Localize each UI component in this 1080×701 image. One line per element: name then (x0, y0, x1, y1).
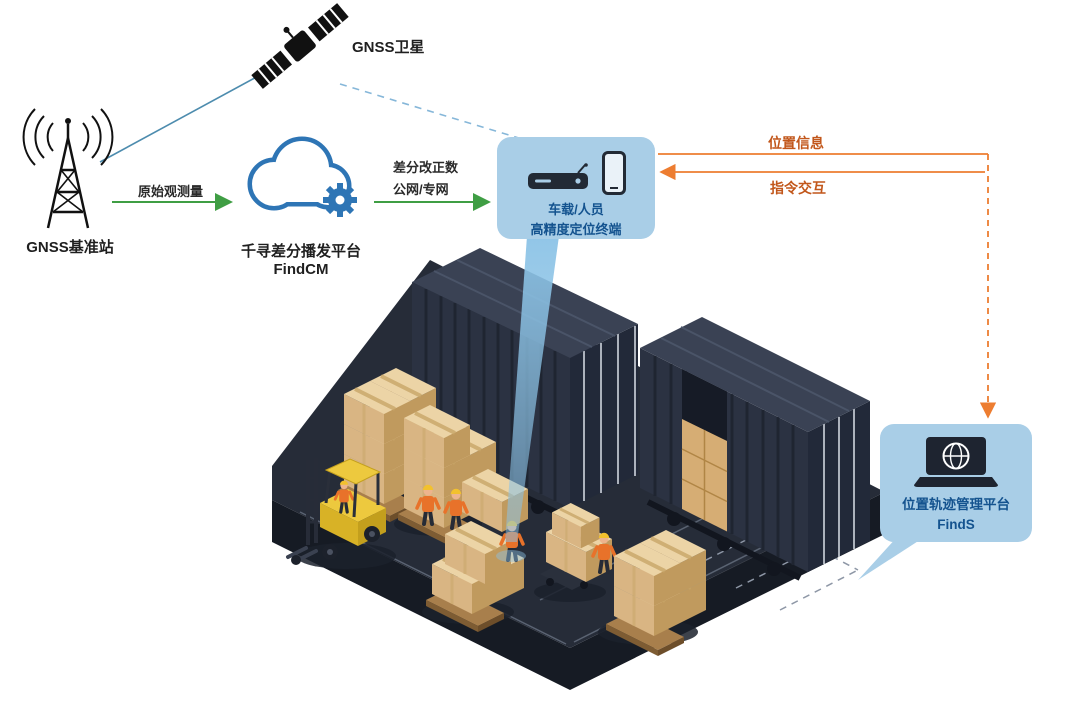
gear-icon (323, 183, 357, 217)
radio-tower-icon (22, 108, 114, 229)
command-interaction-label: 指令交互 (770, 180, 826, 196)
management-platform-product: FindS (937, 517, 975, 533)
correction-label-2: 公网/专网 (393, 182, 449, 197)
satellite-to-terminal-dashed-line (339, 83, 523, 140)
management-platform-name: 位置轨迹管理平台 (902, 497, 1010, 512)
receiver-icon (528, 163, 588, 189)
laptop-globe-icon (914, 437, 998, 487)
correction-label-1: 差分改正数 (393, 160, 459, 175)
cloud-platform-name: 千寻差分播发平台 (240, 243, 361, 260)
platform-side (272, 492, 885, 690)
raw-observation-label: 原始观测量 (138, 184, 204, 199)
pallet-jack (540, 501, 614, 590)
terminal-bubble: 车载/人员 高精度定位终端 (497, 137, 655, 239)
base-station-label: GNSS基准站 (26, 239, 114, 256)
cloud-icon (247, 136, 357, 217)
shipping-container-right (640, 317, 870, 581)
forklift (286, 458, 386, 565)
satellite-to-station-line (99, 73, 263, 163)
cloud-platform-product: FindCM (273, 261, 329, 278)
gnss-satellite-icon (251, 3, 349, 89)
smartphone-icon (602, 151, 626, 195)
management-platform-bubble: 位置轨迹管理平台 FindS (880, 424, 1032, 542)
satellite-label: GNSS卫星 (352, 39, 425, 56)
positioning-beam (505, 236, 559, 542)
terminal-label-line1: 车载/人员 (548, 202, 604, 217)
finds-bubble-tail (858, 536, 926, 580)
beam-landing-glow (496, 550, 526, 562)
position-info-label: 位置信息 (768, 135, 824, 151)
terminal-label-line2: 高精度定位终端 (530, 221, 622, 237)
